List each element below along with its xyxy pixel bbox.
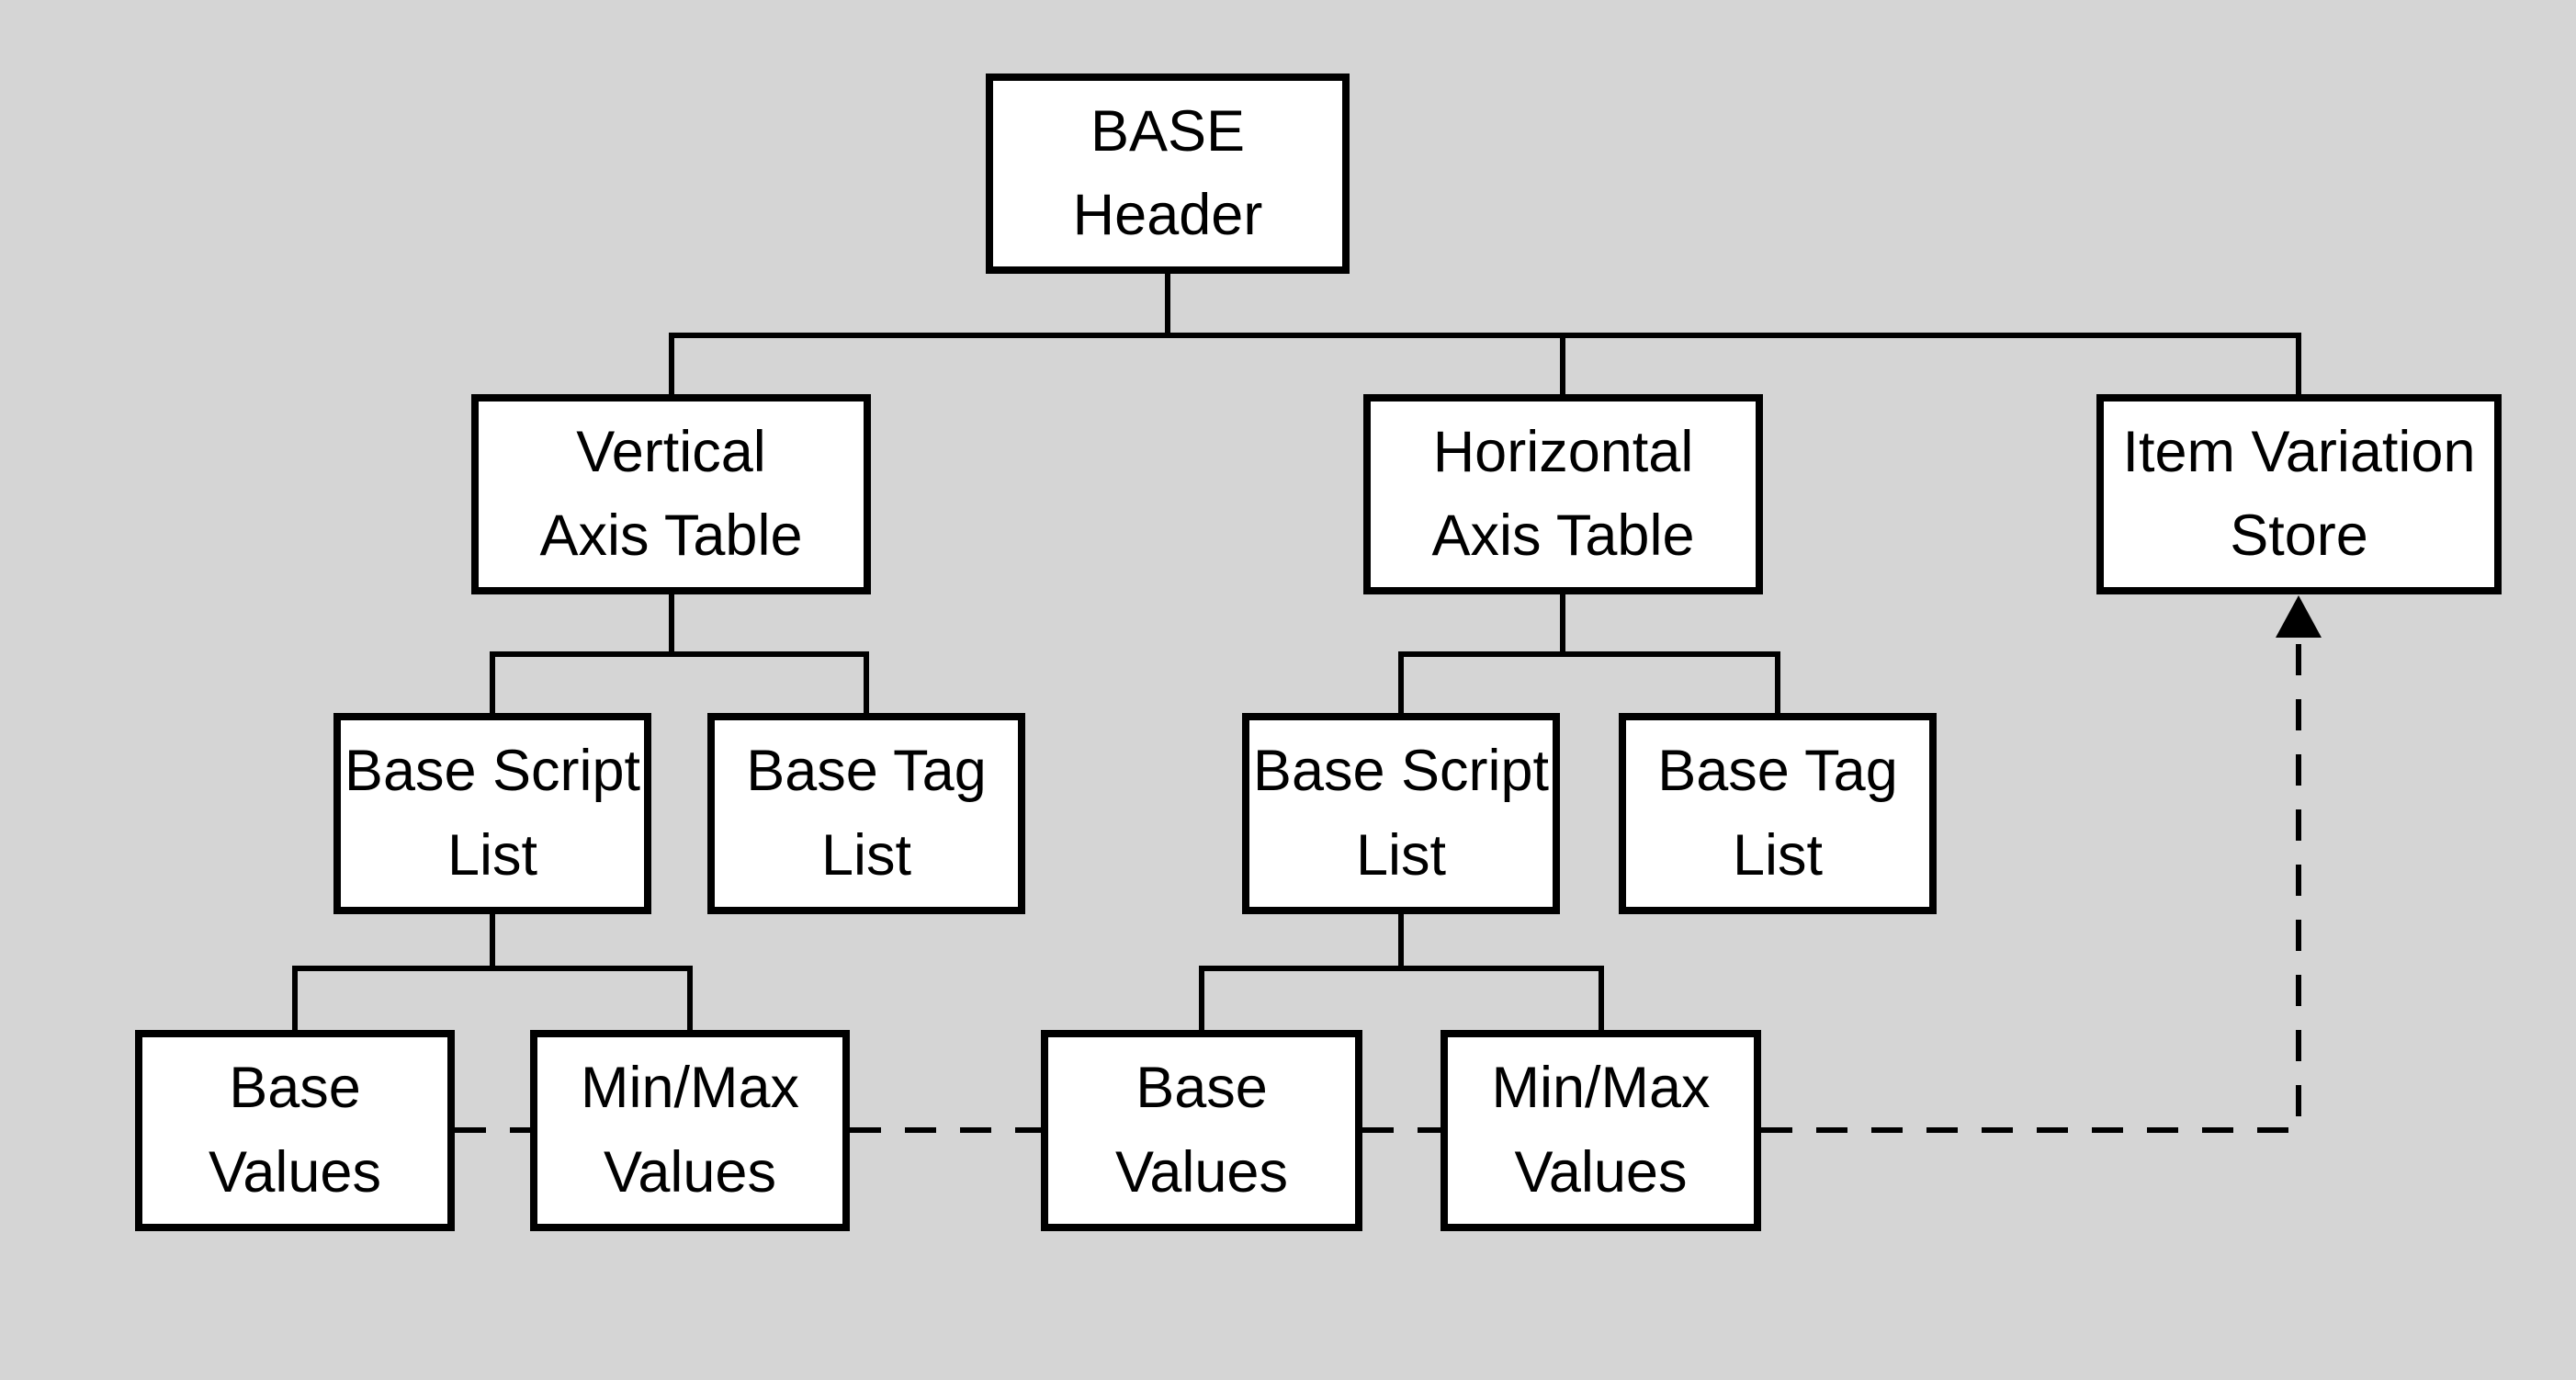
node-vertical-axis-table: Vertical Axis Table (471, 394, 871, 594)
node-base-header-label: BASE Header (1072, 98, 1263, 247)
node-horizontal-base-values-label: Base Values (1115, 1056, 1288, 1205)
node-horizontal-base-values: Base Values (1041, 1030, 1362, 1231)
node-horizontal-min-max-values: Min/Max Values (1441, 1030, 1761, 1231)
node-horizontal-base-script-list: Base Script List (1242, 713, 1560, 914)
node-vertical-min-max-values-label: Min/Max Values (580, 1056, 800, 1205)
node-vertical-base-tag-list: Base Tag List (707, 713, 1025, 914)
node-horizontal-base-tag-list-label: Base Tag List (1657, 739, 1898, 888)
node-horizontal-min-max-values-label: Min/Max Values (1491, 1056, 1711, 1205)
node-horizontal-base-tag-list: Base Tag List (1619, 713, 1937, 914)
node-vertical-min-max-values: Min/Max Values (530, 1030, 850, 1231)
node-item-variation-store-label: Item Variation Store (2122, 419, 2476, 568)
node-vertical-axis-table-label: Vertical Axis Table (539, 419, 803, 568)
node-item-variation-store: Item Variation Store (2096, 394, 2502, 594)
node-vertical-base-values: Base Values (135, 1030, 455, 1231)
node-vertical-base-tag-list-label: Base Tag List (746, 739, 987, 888)
node-vertical-base-script-list-label: Base Script List (344, 739, 641, 888)
arrowhead-item-variation-store (2276, 595, 2322, 638)
node-horizontal-axis-table: Horizontal Axis Table (1363, 394, 1763, 594)
node-vertical-base-script-list: Base Script List (333, 713, 651, 914)
node-base-header: BASE Header (986, 74, 1350, 274)
node-horizontal-base-script-list-label: Base Script List (1252, 739, 1550, 888)
node-horizontal-axis-table-label: Horizontal Axis Table (1431, 419, 1695, 568)
node-vertical-base-values-label: Base Values (209, 1056, 381, 1205)
dashed-link-to-item-variation-store (1761, 639, 2301, 1133)
